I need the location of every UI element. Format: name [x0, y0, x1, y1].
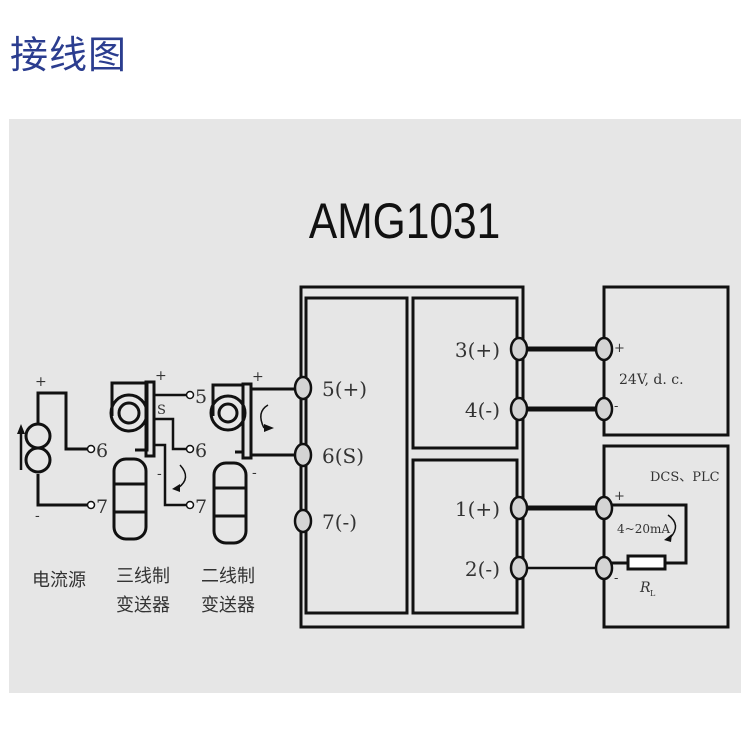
three-wire-pin-5[interactable] [185, 390, 195, 400]
resistor-subscript: L [650, 589, 656, 598]
power-terminal-plus[interactable] [594, 336, 614, 362]
three-wire-pin-label-7: 7 [195, 496, 207, 518]
three-wire-transmitter-icon [109, 380, 156, 541]
loop-arrowhead-icon [664, 534, 672, 542]
controller-loop-wire [612, 503, 688, 565]
two-wire-arrowhead-icon [264, 424, 274, 432]
three-wire-current-arrow-icon [177, 464, 187, 489]
output-wires [527, 346, 597, 570]
three-wire-pin-7[interactable] [185, 500, 195, 510]
terminal-label-4: 4(-) [465, 398, 500, 422]
three-wire-label-line2: 变送器 [116, 595, 170, 616]
source-pin-label-7: 7 [96, 496, 108, 518]
terminal-label-2: 2(-) [465, 557, 500, 581]
power-terminal-minus[interactable] [594, 396, 614, 422]
three-wire-pin-label-5: 5 [195, 386, 207, 408]
loop-current-label: 4~20mA [617, 522, 670, 536]
model-title: AMG1031 [309, 193, 500, 249]
two-wire-current-arrow-icon [260, 404, 269, 429]
three-wire-minus-sign: - [157, 466, 162, 482]
three-wire-label-line1: 三线制 [116, 566, 170, 587]
terminal-label-6: 6(S) [322, 444, 364, 468]
page-heading: 接线图 [10, 33, 128, 77]
three-wire-signal-label: S [157, 403, 166, 418]
three-wire-plus-sign: + [155, 368, 167, 384]
two-wire-label-line2: 变送器 [201, 595, 255, 616]
current-source-label: 电流源 [32, 570, 86, 591]
terminal-label-7: 7(-) [322, 510, 357, 534]
terminal-label-3: 3(+) [455, 338, 500, 362]
resistor-label: R [639, 580, 651, 596]
output-terminal-1[interactable] [509, 495, 529, 521]
three-wire-pin-6[interactable] [185, 444, 195, 454]
power-plus-sign: + [614, 341, 625, 356]
controller-label: DCS、PLC [650, 470, 720, 485]
three-wire-arrowhead-icon [172, 484, 180, 492]
source-pin-7[interactable] [86, 500, 96, 510]
controller-minus-sign: - [614, 571, 618, 586]
current-arrowhead-icon [17, 424, 25, 434]
source-pin-label-6: 6 [96, 440, 108, 462]
source-plus-sign: + [35, 374, 47, 390]
three-wire-wires [154, 393, 187, 507]
power-supply-box [602, 285, 730, 437]
source-pin-6[interactable] [86, 444, 96, 454]
two-wire-label-line1: 二线制 [201, 566, 255, 587]
load-resistor [626, 554, 667, 571]
diagram-panel [9, 119, 741, 693]
input-terminal-5[interactable] [293, 375, 313, 401]
two-wire-transmitter-icon [209, 382, 253, 545]
controller-terminal-plus[interactable] [594, 495, 614, 521]
two-wire-plus-sign: + [252, 369, 264, 385]
current-source [24, 391, 88, 507]
terminal-label-1: 1(+) [455, 497, 500, 521]
three-wire-pin-label-6: 6 [195, 440, 207, 462]
input-terminal-6[interactable] [293, 442, 313, 468]
input-terminal-7[interactable] [293, 508, 313, 534]
input-wires [250, 387, 295, 457]
controller-plus-sign: + [614, 489, 625, 504]
controller-box [602, 444, 730, 629]
power-minus-sign: - [614, 399, 618, 414]
output-terminal-2[interactable] [509, 555, 529, 581]
output-terminal-3[interactable] [509, 336, 529, 362]
controller-terminal-minus[interactable] [594, 555, 614, 581]
source-minus-sign: - [35, 508, 40, 524]
power-supply-label: 24V, d. c. [619, 372, 684, 388]
two-wire-minus-sign: - [252, 465, 257, 481]
terminal-label-5: 5(+) [322, 377, 367, 401]
output-terminal-4[interactable] [509, 396, 529, 422]
